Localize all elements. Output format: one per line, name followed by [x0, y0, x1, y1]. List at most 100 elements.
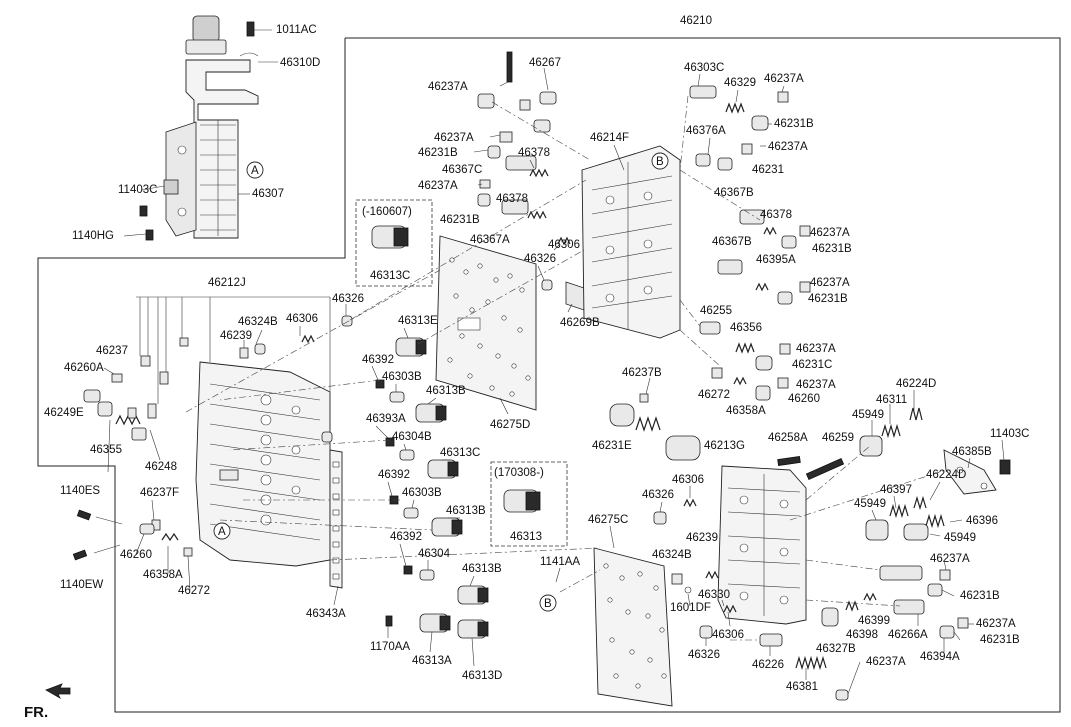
label-46343A: 46343A [306, 608, 346, 620]
solenoid-46313C-variant [371, 225, 409, 249]
label-1011AC: 1011AC [276, 24, 317, 36]
separator-plate-46275D [435, 235, 537, 411]
callout-markers [213, 152, 669, 612]
label-46231B-4: 46231B [812, 243, 852, 255]
label-46392-3: 46392 [390, 531, 422, 543]
label-46214F: 46214F [590, 132, 629, 144]
label-46313D: 46313D [462, 670, 502, 682]
callout-a-top: A [251, 165, 259, 177]
label-46259: 46259 [822, 432, 854, 444]
label-46237A-9: 46237A [796, 379, 836, 391]
label-46272-left: 46272 [178, 585, 210, 597]
label-46237A-11: 46237A [976, 618, 1016, 630]
solenoid-46313-variant [503, 489, 541, 513]
label-1140EW: 1140EW [60, 579, 103, 591]
label-46303C: 46303C [684, 62, 724, 74]
label-46310D: 46310D [280, 57, 320, 69]
label-46313B-2: 46313B [446, 505, 486, 517]
label-box-160607: (-160607) [362, 206, 412, 218]
label-11403C-right: 11403C [990, 428, 1029, 440]
label-46237A-3: 46237A [418, 180, 458, 192]
label-46231B-7: 46231B [980, 634, 1020, 646]
label-46237A-4: 46237A [764, 73, 804, 85]
label-46272-right: 46272 [698, 389, 730, 401]
valve-body-46212J [195, 361, 333, 567]
label-46275D: 46275D [490, 419, 530, 431]
label-45949-2: 45949 [854, 498, 886, 510]
label-46396: 46396 [966, 515, 998, 527]
label-46237A-7: 46237A [810, 277, 850, 289]
label-46313B-3: 46313B [462, 563, 502, 575]
label-46393A: 46393A [366, 413, 406, 425]
label-46306-right-1: 46306 [672, 474, 704, 486]
label-46248: 46248 [145, 461, 177, 473]
label-46212J: 46212J [208, 277, 246, 289]
label-46231B-3: 46231B [774, 118, 814, 130]
gasket-strip-46343A [329, 449, 343, 589]
label-46237F: 46237F [140, 487, 179, 499]
label-46231B-2: 46231B [440, 214, 480, 226]
label-46224D-1: 46224D [896, 378, 936, 390]
label-46307: 46307 [252, 188, 284, 200]
label-46378-2: 46378 [496, 193, 528, 205]
valves-right-upper [689, 85, 811, 401]
label-46324B-left: 46324B [238, 316, 278, 328]
small-parts-left [83, 315, 353, 557]
callout-a-bottom: A [218, 526, 226, 538]
label-46306-left: 46306 [286, 313, 318, 325]
label-1170AA: 1170AA [370, 641, 410, 653]
label-46398: 46398 [846, 629, 878, 641]
label-1140ES: 1140ES [60, 485, 100, 497]
label-46394A: 46394A [920, 651, 960, 663]
label-46237A-2: 46237A [434, 132, 474, 144]
label-46367B-1: 46367B [714, 187, 754, 199]
label-46329: 46329 [724, 77, 756, 89]
label-46358A-left: 46358A [143, 569, 183, 581]
label-46303B-2: 46303B [402, 487, 442, 499]
label-11403C-left: 11403C [118, 184, 157, 196]
label-1140HG: 1140HG [72, 230, 114, 242]
label-46269B: 46269B [560, 317, 600, 329]
label-46231C: 46231C [792, 359, 832, 371]
label-46237B: 46237B [622, 367, 662, 379]
label-46313C-mid: 46313C [440, 447, 480, 459]
label-46275C: 46275C [588, 514, 628, 526]
label-46326-right-2: 46326 [688, 649, 720, 661]
valve-body-46213G [717, 465, 807, 625]
label-46231B-5: 46231B [808, 293, 848, 305]
label-46330: 46330 [698, 589, 730, 601]
label-46231B-1: 46231B [418, 147, 458, 159]
label-46260-left: 46260 [120, 549, 152, 561]
label-46237A-1: 46237A [428, 81, 468, 93]
bolts-left [72, 205, 154, 561]
label-46378-3: 46378 [760, 209, 792, 221]
label-1141AA: 1141AA [540, 556, 580, 568]
wiring-harness-46307 [163, 15, 259, 239]
label-46367C: 46367C [442, 164, 482, 176]
label-46326-right-1: 46326 [642, 489, 674, 501]
label-46267: 46267 [529, 57, 561, 69]
label-leaders [107, 29, 1005, 695]
label-46237A-5: 46237A [768, 141, 808, 153]
front-label: FR. [24, 704, 48, 721]
label-box-170308: (170308-) [494, 467, 544, 479]
label-46306-mid: 46306 [548, 239, 580, 251]
label-45949-3: 45949 [944, 532, 976, 544]
label-46266A: 46266A [888, 629, 928, 641]
front-arrow-icon [45, 683, 71, 700]
part-number-labels: 46210 1011AC 46310D 46307 11403C 1140HG … [24, 15, 1029, 721]
label-46378-1: 46378 [518, 147, 550, 159]
label-46249E: 46249E [44, 407, 84, 419]
valves-center-top [477, 51, 585, 311]
leaders-left [103, 296, 347, 606]
label-46237A-6: 46237A [810, 227, 850, 239]
assembly-frame [37, 37, 1061, 713]
label-46313-box: 46313 [510, 531, 542, 543]
label-1601DF: 1601DF [670, 602, 711, 614]
label-46239-right: 46239 [686, 532, 718, 544]
label-46260A: 46260A [64, 362, 104, 374]
label-46367B-2: 46367B [712, 236, 752, 248]
label-46355: 46355 [90, 444, 122, 456]
variant-box-170308 [490, 461, 568, 547]
